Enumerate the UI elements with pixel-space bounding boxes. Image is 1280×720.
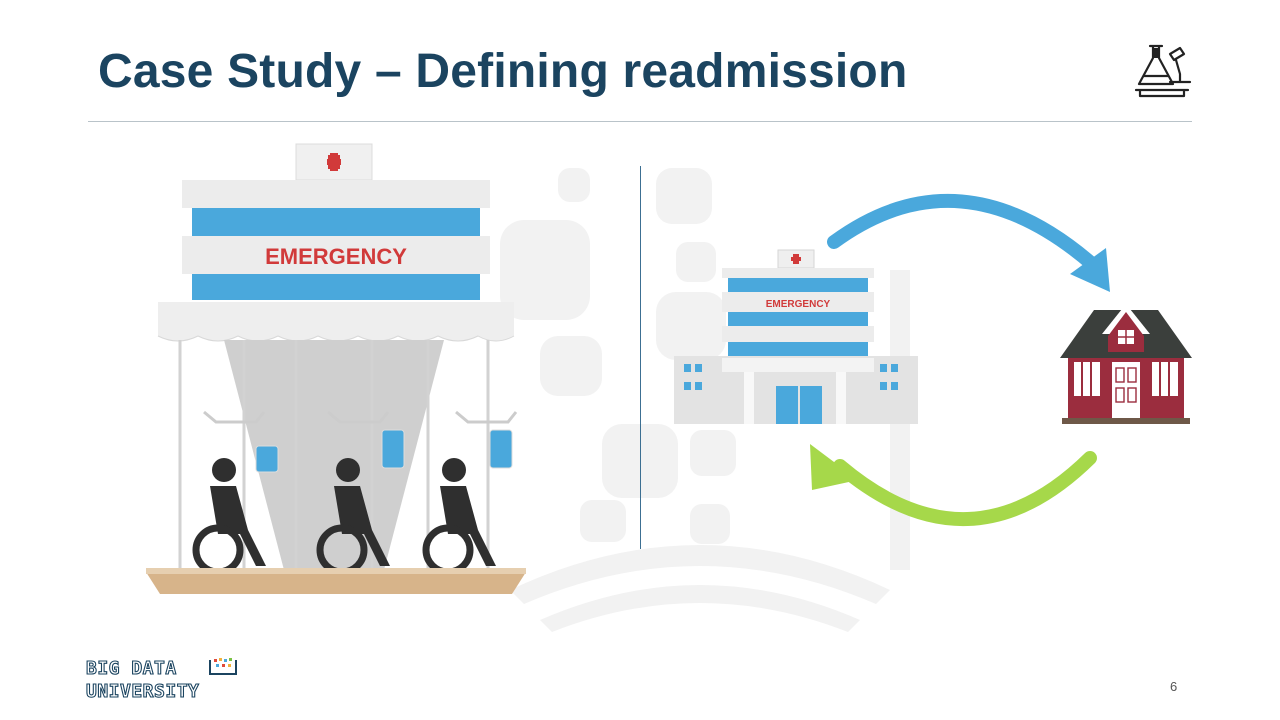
slide-title: Case Study – Defining readmission: [98, 45, 908, 98]
arrow-to-hospital-icon: [810, 444, 1097, 526]
page-number: 6: [1170, 679, 1178, 694]
iv-bag-icon: [489, 429, 513, 469]
wheelchair-patient-icon: [422, 458, 496, 576]
medical-cross-icon: [327, 153, 341, 171]
small-hospital-sign-text: EMERGENCY: [766, 299, 831, 310]
wheelchair-patient-icon: [316, 458, 390, 576]
title-divider: [88, 121, 1192, 122]
hospital-sign-text: EMERGENCY: [265, 244, 407, 269]
section-divider: [640, 166, 641, 549]
big-data-university-logo: BIG DATA UNIVERSITY: [86, 657, 237, 702]
lab-flask-icon: [1134, 44, 1192, 98]
iv-bag-icon: [381, 429, 405, 469]
wheelchair-patient-icon: [192, 458, 266, 576]
arrow-to-home-icon: [827, 193, 1110, 292]
small-hospital-illustration: EMERGENCY: [674, 249, 918, 424]
logo-line-1: BIG DATA: [86, 658, 177, 679]
house-illustration: [1060, 304, 1192, 424]
open-book-icon: [209, 658, 237, 675]
logo-line-2: UNIVERSITY: [86, 681, 199, 702]
iv-bag-icon: [255, 445, 279, 473]
emergency-hospital-illustration: EMERGENCY: [146, 143, 526, 594]
